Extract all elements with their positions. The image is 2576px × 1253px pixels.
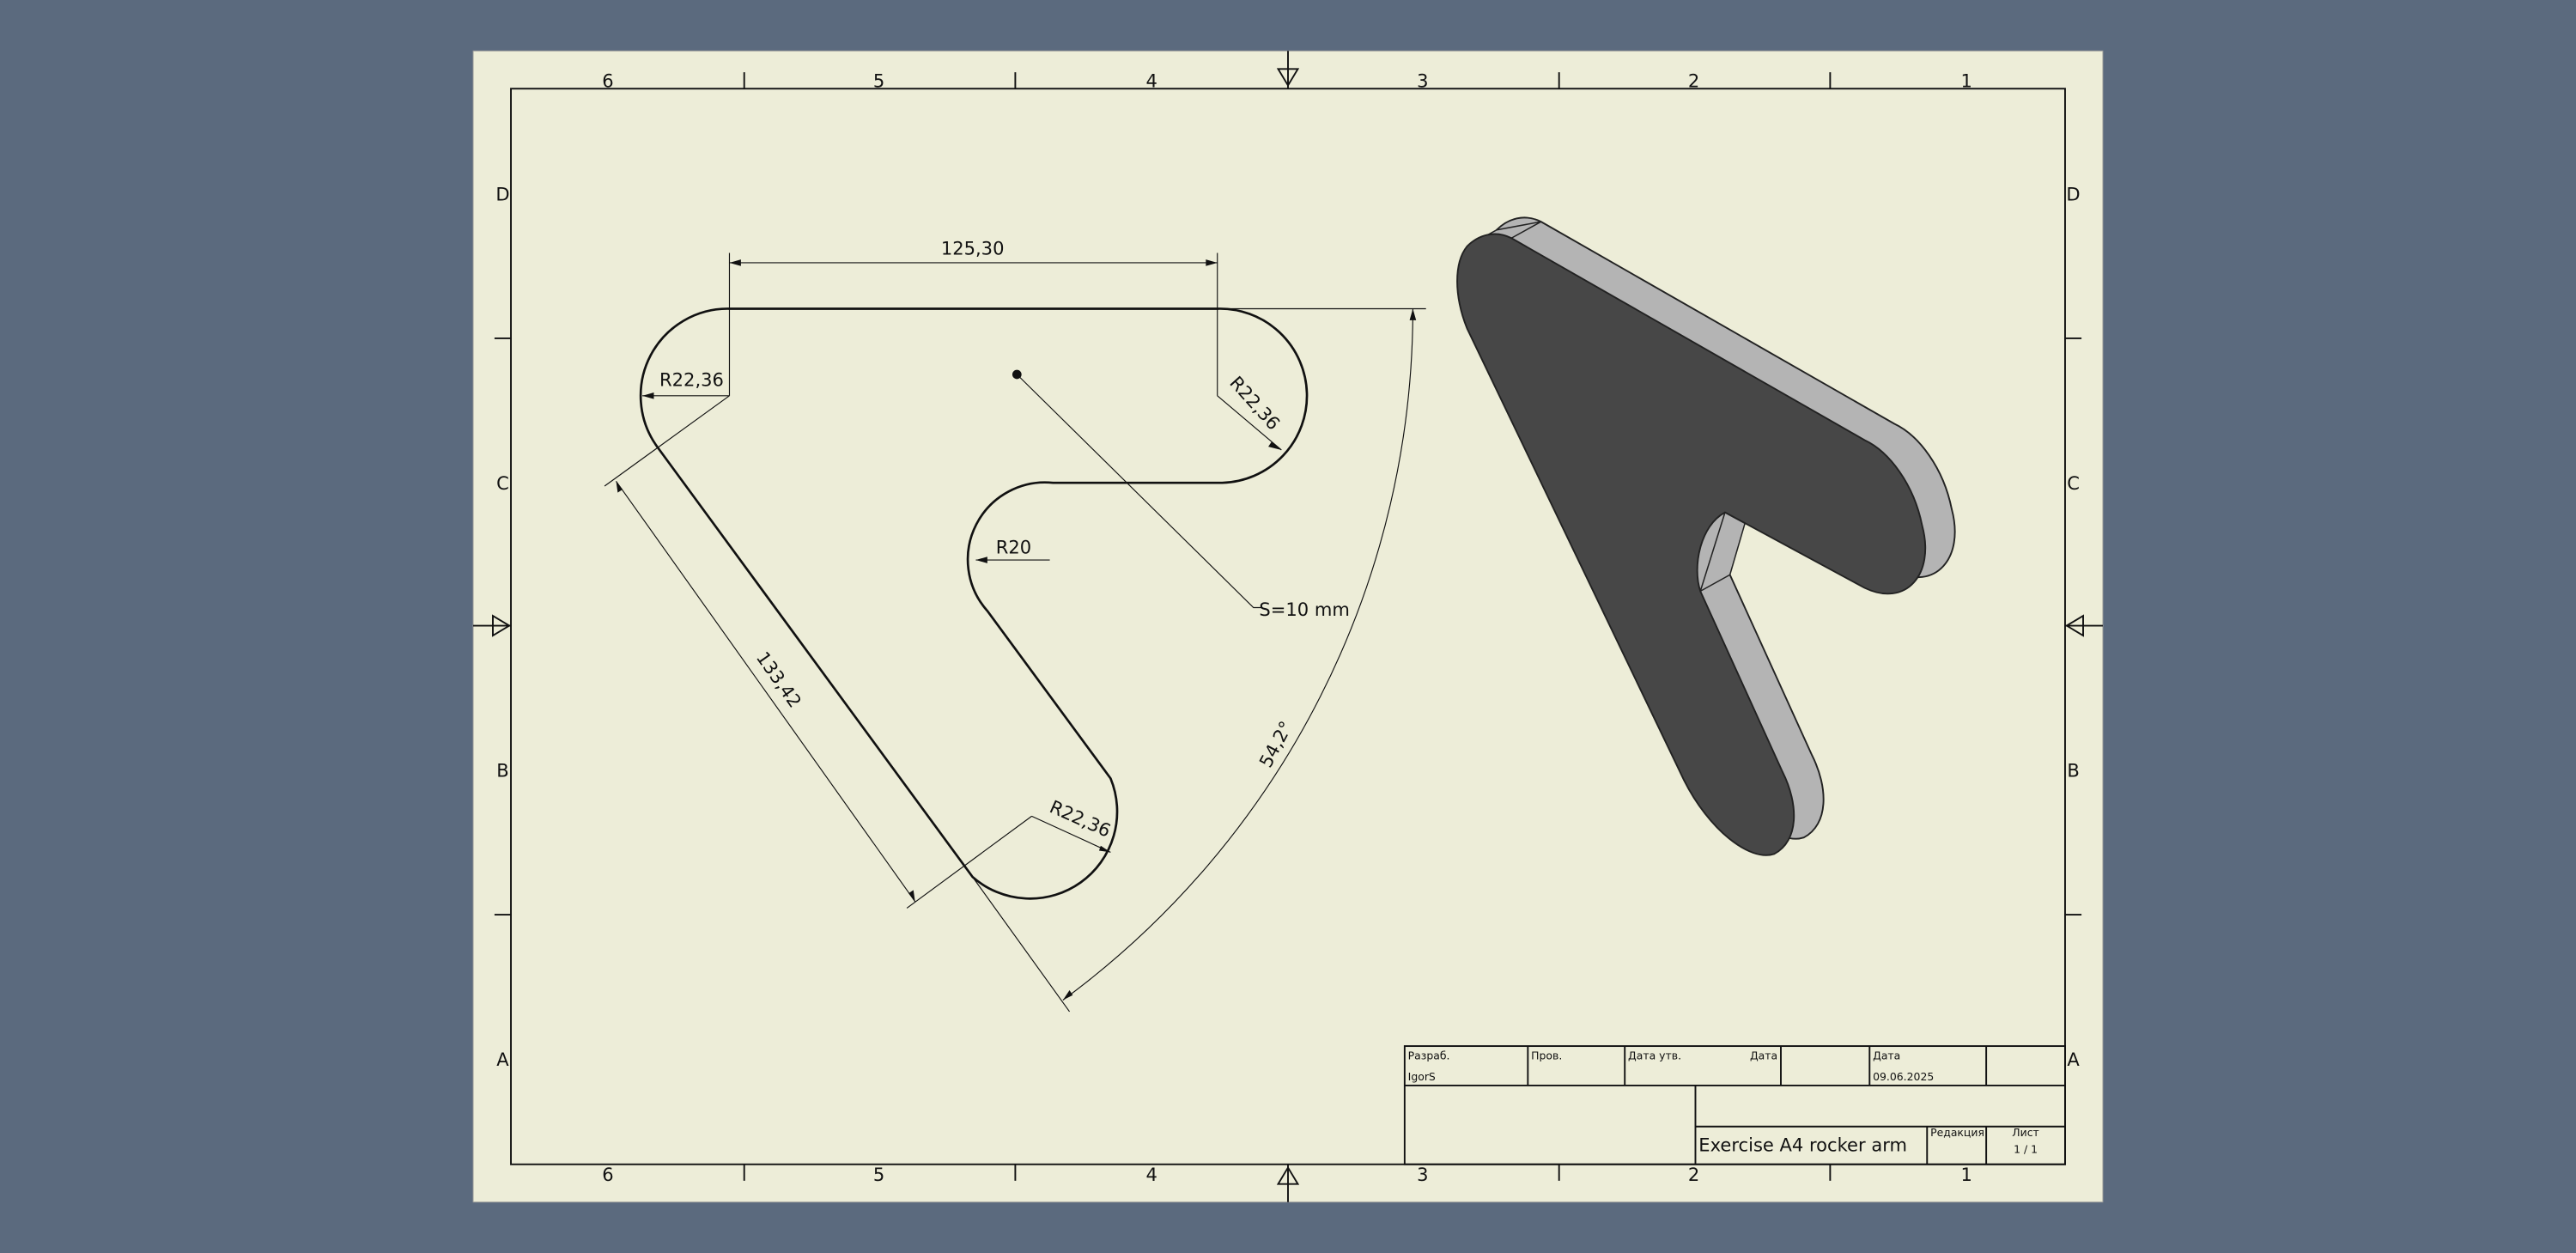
dimension-radius-inner[interactable]: R20 bbox=[996, 536, 1031, 557]
sheet-value: 1 / 1 bbox=[2014, 1142, 2038, 1155]
column-label: 4 bbox=[1146, 1164, 1157, 1185]
row-label: B bbox=[496, 759, 508, 781]
row-label: D bbox=[495, 183, 509, 204]
zone-ticks bbox=[473, 51, 2103, 1202]
dimension-top-length[interactable]: 125,30 bbox=[941, 237, 1005, 259]
column-label: 6 bbox=[602, 70, 613, 91]
sheet-label: Лист bbox=[2012, 1126, 2038, 1139]
date-label: Дата bbox=[1873, 1049, 1900, 1061]
leader-dot bbox=[1012, 369, 1022, 380]
column-label: 1 bbox=[1960, 1164, 1971, 1185]
row-label: B bbox=[2067, 759, 2079, 781]
column-label: 2 bbox=[1688, 70, 1699, 91]
part-profile[interactable] bbox=[639, 307, 1309, 900]
thickness-note[interactable]: S=10 mm bbox=[1259, 599, 1349, 620]
checker-label: Пров. bbox=[1531, 1049, 1562, 1061]
column-label: 5 bbox=[873, 70, 884, 91]
row-label: C bbox=[2067, 472, 2080, 494]
title-block bbox=[1403, 1045, 2066, 1165]
row-label: A bbox=[496, 1049, 509, 1070]
part-top-face bbox=[1456, 233, 1927, 856]
dimension-lines bbox=[604, 252, 1426, 1013]
column-label: 5 bbox=[873, 1164, 884, 1185]
developer-label: Разраб. bbox=[1408, 1049, 1450, 1061]
column-label: 3 bbox=[1417, 70, 1428, 91]
developer-value: IgorS bbox=[1408, 1070, 1436, 1083]
column-label: 4 bbox=[1146, 70, 1157, 91]
row-label: A bbox=[2067, 1049, 2080, 1070]
column-label: 1 bbox=[1960, 70, 1971, 91]
approved-date-label: Дата утв. bbox=[1628, 1049, 1681, 1061]
date-label: Дата bbox=[1750, 1049, 1777, 1061]
isometric-view[interactable] bbox=[1456, 216, 1956, 856]
column-label: 2 bbox=[1688, 1164, 1699, 1185]
revision-label: Редакция bbox=[1930, 1126, 1984, 1139]
dimension-radius-top-left[interactable]: R22,36 bbox=[659, 368, 724, 390]
column-label: 3 bbox=[1417, 1164, 1428, 1185]
date-value: 09.06.2025 bbox=[1873, 1070, 1934, 1083]
column-label: 6 bbox=[602, 1164, 613, 1185]
row-label: D bbox=[2066, 183, 2080, 204]
paper-sheet bbox=[472, 50, 2104, 1203]
drawing-title: Exercise A4 rocker arm bbox=[1698, 1134, 1907, 1155]
zone-labels: 6 5 4 3 2 1 6 5 4 3 2 1 D C B A D C B A bbox=[495, 70, 2080, 1185]
row-label: C bbox=[496, 472, 509, 494]
